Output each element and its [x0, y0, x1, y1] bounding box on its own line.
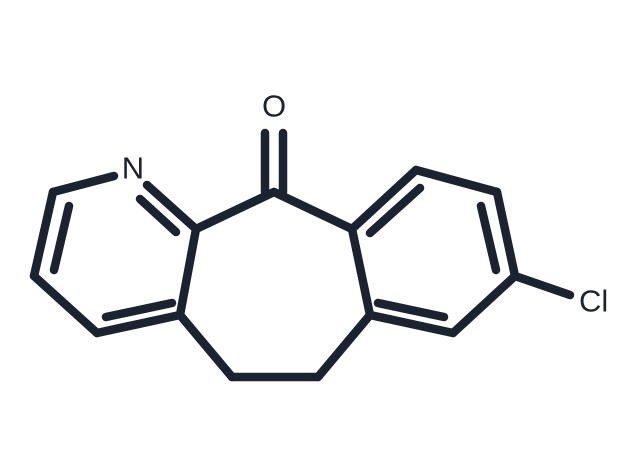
benzene-bond-bottom-inner	[373, 298, 449, 322]
pyridine-bond-fused	[175, 224, 201, 320]
atom-oxygen-label: O	[262, 89, 286, 124]
pyridine-bond-n-c	[48, 171, 119, 197]
bond-c-cl	[510, 271, 575, 300]
benzene-bond-right	[492, 187, 520, 281]
benzene-bond-bottom-right	[448, 271, 520, 338]
benzene-bond-bottom	[365, 310, 458, 338]
benzene-bond-top-left-inner	[365, 183, 425, 238]
bond-carbonyl-to-benzene	[269, 187, 357, 234]
pyridine-bond-c-c-bottom	[92, 310, 185, 338]
pyridine-bond-c-n-inner	[135, 194, 181, 237]
bond-pyridine-to-ch2	[175, 310, 237, 382]
benzene-bond-right-inner	[476, 201, 501, 275]
pyridine-bond-c-c-left	[29, 187, 58, 281]
pyridine-bond-c-c-left-inner	[49, 201, 74, 275]
atom-nitrogen-label: N	[122, 151, 144, 186]
benzene-bond-top	[411, 165, 502, 197]
pyridine-bond-c-n	[142, 180, 201, 234]
benzene-bond-top-left	[347, 165, 421, 234]
bond-ch2-to-benzene	[313, 310, 375, 382]
bond-carbonyl-to-pyridine	[191, 187, 279, 234]
benzene-bond-fused	[347, 224, 375, 320]
atom-chlorine-label: Cl	[579, 284, 608, 319]
pyridine-bond-c-c-bottom-inner	[101, 298, 177, 322]
pyridine-bond-c-c-bottom-left	[29, 271, 102, 338]
